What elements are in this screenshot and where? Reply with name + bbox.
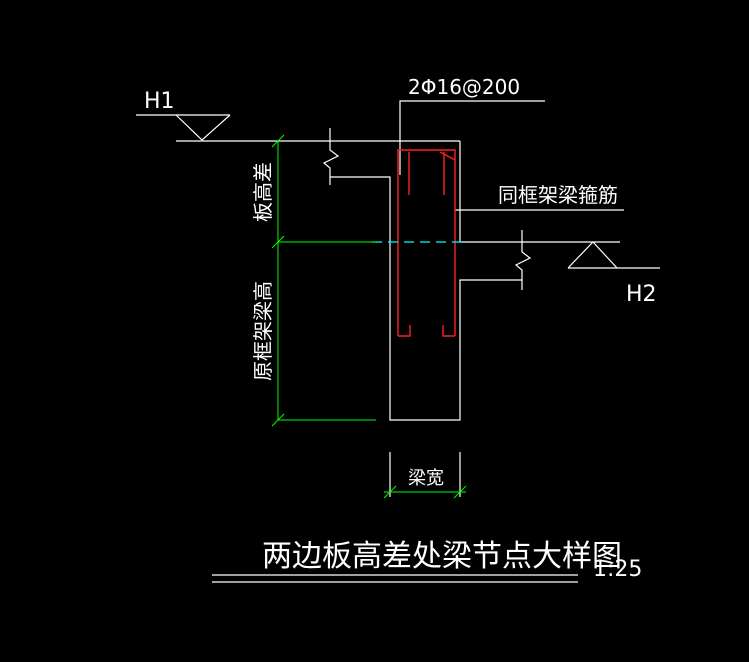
h1-elevation-marker: H1 bbox=[136, 89, 231, 141]
h1-label: H1 bbox=[144, 89, 175, 114]
rebar-top-label: 2Φ16@200 bbox=[408, 75, 520, 99]
rebar-stirrup bbox=[397, 149, 456, 337]
orig-beam-height-label: 原框架梁高 bbox=[251, 281, 275, 381]
drawing-title-block: 两边板高差处梁节点大样图 1:25 bbox=[212, 539, 642, 583]
beam-outline-lower bbox=[330, 176, 522, 421]
upper-slab-break-symbol bbox=[322, 128, 340, 185]
slab-height-diff-label: 板高差 bbox=[251, 162, 275, 222]
drawing-title: 两边板高差处梁节点大样图 bbox=[262, 539, 622, 574]
drawing-scale: 1:25 bbox=[593, 557, 642, 582]
beam-width-dimension: 梁宽 bbox=[383, 452, 467, 499]
stirrup-annotation: 同框架梁箍筋 bbox=[455, 183, 624, 211]
stirrup-note-label: 同框架梁箍筋 bbox=[498, 183, 618, 207]
h2-label: H2 bbox=[626, 282, 657, 307]
rebar-annotation: 2Φ16@200 bbox=[399, 75, 545, 175]
beam-width-label: 梁宽 bbox=[408, 468, 444, 489]
lower-slab-break-symbol bbox=[514, 230, 532, 290]
h2-elevation-marker: H2 bbox=[567, 241, 660, 307]
height-dimensions bbox=[271, 134, 376, 427]
